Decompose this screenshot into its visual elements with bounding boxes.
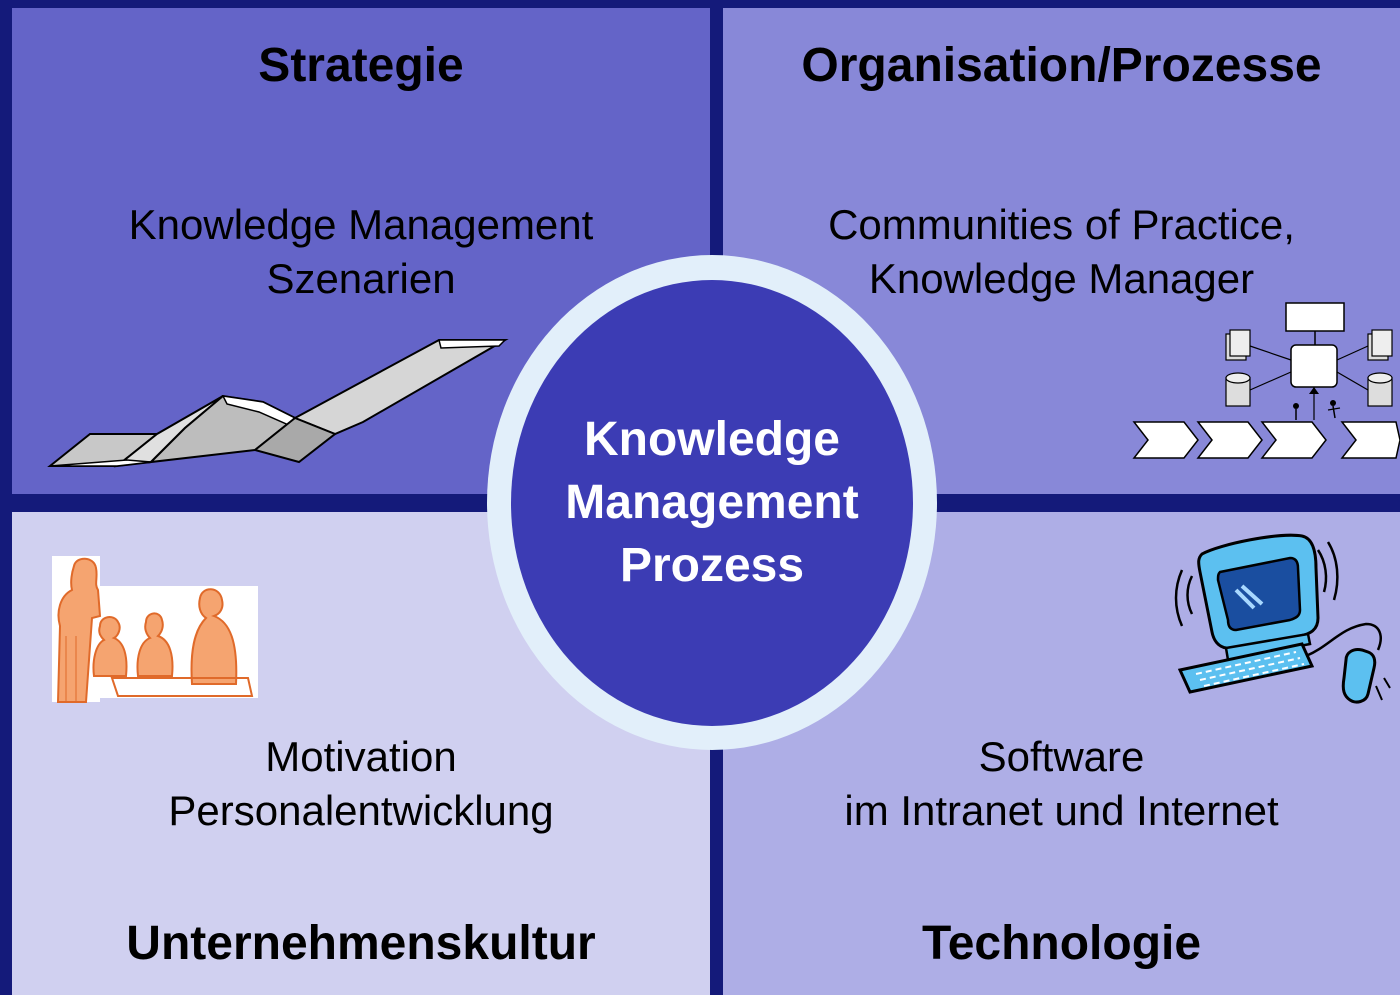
- people-meeting-icon: [52, 556, 258, 703]
- organisation-text: Communities of Practice, Knowledge Manag…: [723, 198, 1400, 306]
- computer-icon: [1174, 533, 1391, 704]
- organisation-line-2: Knowledge Manager: [868, 255, 1255, 302]
- culture-text: Motivation Personalentwicklung: [12, 730, 710, 838]
- center-line-3: Prozess: [619, 539, 805, 592]
- culture-title: Unternehmenskultur: [126, 917, 596, 970]
- process-flow-icon: [1132, 302, 1400, 459]
- technology-title: Technologie: [921, 917, 1202, 970]
- technology-line-2: im Intranet und Internet: [844, 787, 1279, 834]
- technology-text: Software im Intranet und Internet: [723, 730, 1400, 838]
- rising-steps-icon: [47, 339, 509, 468]
- center-label: Knowledge Management Prozess: [511, 408, 913, 597]
- strategy-line-1: Knowledge Management: [128, 201, 594, 248]
- strategy-line-2: Szenarien: [266, 255, 456, 302]
- strategy-title: Strategie: [258, 39, 464, 92]
- center-line-2: Management: [565, 476, 859, 529]
- technology-line-1: Software: [978, 733, 1145, 780]
- organisation-line-1: Communities of Practice,: [828, 201, 1295, 248]
- center-line-1: Knowledge: [583, 413, 840, 466]
- center-circle: [511, 280, 913, 726]
- culture-line-1: Motivation: [265, 733, 457, 780]
- organisation-title: Organisation/Prozesse: [801, 39, 1322, 92]
- culture-line-2: Personalentwicklung: [168, 787, 554, 834]
- strategy-text: Knowledge Management Szenarien: [12, 198, 710, 306]
